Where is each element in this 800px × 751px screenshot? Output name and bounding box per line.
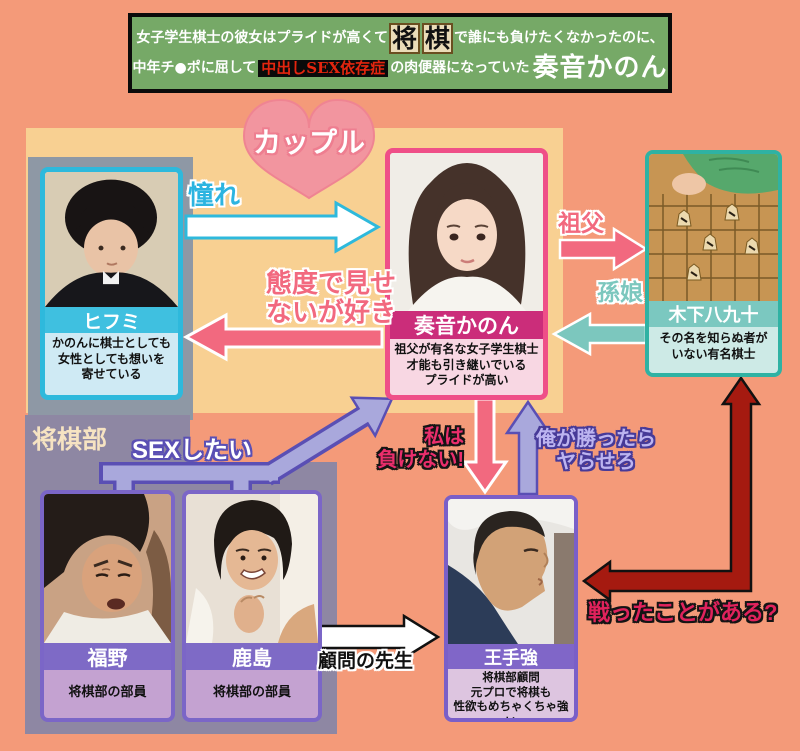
grandfather-label: 祖父 [558, 210, 604, 236]
admiration-label: 憧れ [188, 180, 241, 210]
card-fukuno: 福野 将棋部の部員 [40, 490, 175, 722]
wont-lose-label: 私は 負けない! [377, 426, 464, 471]
kashima-photo [186, 494, 318, 643]
card-kinoshita: 木下八九十 その名を知らぬ者が いない有名棋士 [645, 150, 782, 377]
shogi-tile-icon: 棋 [422, 23, 453, 55]
heroine-name: 奏音かのん [532, 53, 668, 84]
fought-before-label: 戦ったことがある? [588, 600, 778, 625]
hifumi-photo [45, 172, 178, 307]
banner-line1-pre: 女子学生棋士の彼女はプライドが高くて [136, 30, 388, 46]
banner-highlight: 中出しSEX依存症 [258, 60, 389, 77]
kinoshita-name: 木下八九十 [649, 301, 778, 327]
banner-line2-pre: 中年チ●ポに屈して [132, 59, 257, 76]
ote-description: 将棋部顧問 元プロで将棋も 性欲もめちゃくちゃ強い [453, 672, 569, 718]
title-banner: 女子学生棋士の彼女はプライドが高くて 将 棋 で誰にも負けたくなかったのに、 中… [128, 13, 672, 93]
likes-secretly-label: 態度で見せ ないが好き [266, 268, 397, 327]
ote-photo [448, 499, 574, 644]
kinoshita-photo [649, 154, 778, 301]
hifumi-description: かのんに棋士としても 女性としても想いを 寄せている [51, 336, 172, 382]
shogi-club-label: 将棋部 [32, 426, 108, 454]
if-i-win-label: 俺が勝ったら ヤらせろ [536, 428, 656, 473]
banner-line2: 中年チ●ポに屈して 中出しSEX依存症 の肉便器になっていた 奏音かのん [132, 54, 667, 83]
card-ote: 王手強 将棋部顧問 元プロで将棋も 性欲もめちゃくちゃ強い [444, 495, 578, 722]
advisor-label: 顧問の先生 [318, 651, 414, 672]
kanon-description: 祖父が有名な女子学生棋士 才能も引き継いでいる プライドが高い [394, 342, 539, 388]
banner-line1: 女子学生棋士の彼女はプライドが高くて 将 棋 で誰にも負けたくなかったのに、 [136, 23, 664, 55]
fukuno-description: 将棋部の部員 [68, 684, 147, 699]
kashima-description: 将棋部の部員 [212, 684, 291, 699]
banner-line1-post: で誰にも負けたくなかったのに、 [454, 30, 664, 46]
card-kanon: 奏音かのん 祖父が有名な女子学生棋士 才能も引き継いでいる プライドが高い [385, 148, 548, 400]
couple-label: カップル [252, 127, 365, 158]
banner-line2-post: の肉便器になっていた [390, 59, 530, 76]
kanon-photo [390, 153, 543, 311]
fukuno-name: 福野 [44, 643, 171, 670]
kinoshita-description: その名を知らぬ者が いない有名棋士 [659, 331, 768, 361]
fukuno-photo [44, 494, 171, 643]
kanon-name: 奏音かのん [390, 311, 543, 339]
card-hifumi: ヒフミ かのんに棋士としても 女性としても想いを 寄せている [40, 167, 183, 400]
granddaughter-arrow [551, 311, 648, 357]
ote-name: 王手強 [448, 644, 574, 669]
want-sex-label: SEXしたい [132, 437, 253, 464]
hifumi-name: ヒフミ [45, 307, 178, 333]
heart-icon [242, 98, 376, 200]
card-kashima: 鹿島 将棋部の部員 [182, 490, 322, 722]
shogi-tile-icon: 将 [389, 23, 420, 55]
granddaughter-label: 孫娘 [597, 279, 643, 305]
fought-before-arrow [581, 375, 762, 603]
kashima-name: 鹿島 [186, 643, 318, 670]
